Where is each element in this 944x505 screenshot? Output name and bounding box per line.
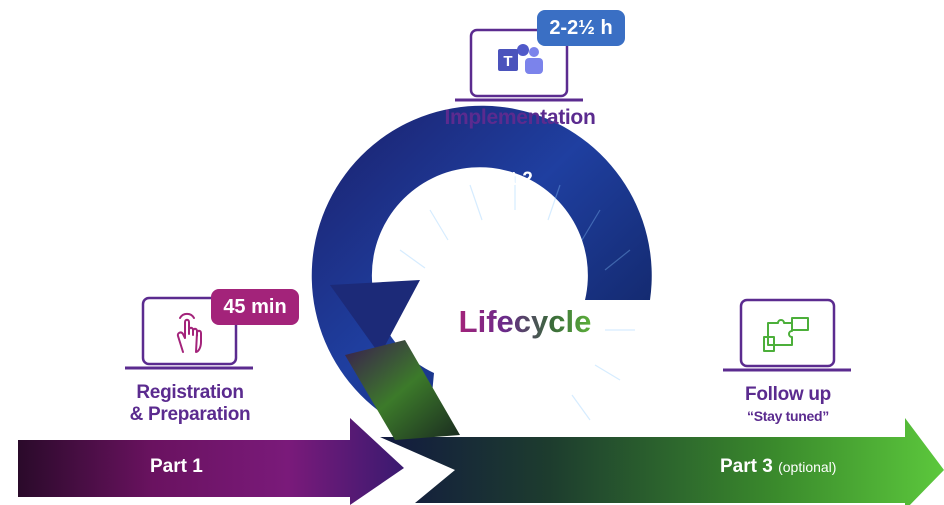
ray-streaks <box>399 175 635 421</box>
registration-title-line1: Registration <box>136 382 244 403</box>
followup-subtitle: “Stay tuned” <box>747 408 829 424</box>
part1-label: Part 1 <box>150 456 203 477</box>
laptop-implementation: T <box>455 28 583 102</box>
cycle-arrowhead <box>330 280 420 355</box>
duration-badge-implementation: 2-2½ h <box>537 10 625 46</box>
duration-badge-registration: 45 min <box>211 289 299 325</box>
part3-label-group: Part 3 (optional) <box>720 456 836 478</box>
part3-label: Part 3 <box>720 456 773 477</box>
pointer-hand-icon <box>176 312 202 353</box>
cycle-tail <box>345 340 460 440</box>
followup-title: Follow up <box>745 384 831 405</box>
part1-arrow <box>18 418 404 505</box>
teams-icon: T <box>498 44 543 74</box>
lifecycle-label: Lifecycle <box>459 304 592 339</box>
lifecycle-label-wrap: Lifecycle <box>459 304 592 339</box>
implementation-title: Implementation <box>444 106 596 129</box>
puzzle-icon <box>763 317 809 352</box>
svg-text:T: T <box>503 53 512 70</box>
part2-label: Part 2 <box>480 169 533 190</box>
part3-note: (optional) <box>778 459 837 475</box>
laptop-followup <box>723 298 851 372</box>
registration-title-line2: & Preparation <box>129 404 251 425</box>
cycle-ring <box>311 105 652 437</box>
part3-arrow <box>380 418 944 505</box>
